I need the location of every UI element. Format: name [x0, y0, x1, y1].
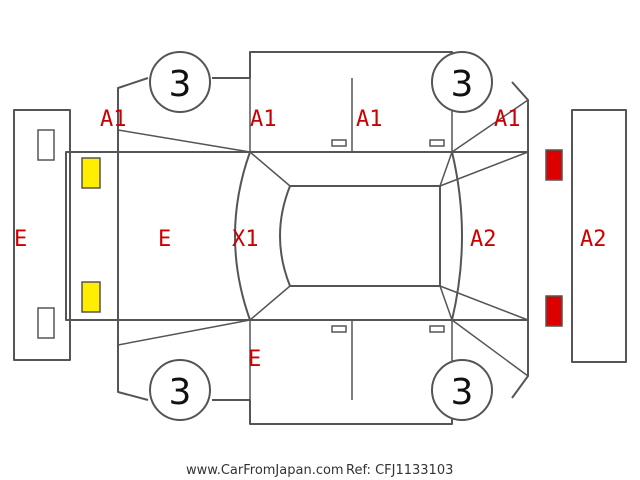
- wheel-rear-right: 3: [149, 359, 211, 421]
- code-bottom-quarter: E: [248, 347, 261, 372]
- code-roof: X1: [232, 227, 259, 252]
- rear-lamp-top: [81, 157, 101, 189]
- code-front-bumper: A2: [580, 227, 607, 252]
- footer-ref: Ref: CFJ1133103: [346, 463, 453, 478]
- wheel-rating: 3: [169, 372, 192, 413]
- code-rear-bumper: E: [14, 227, 27, 252]
- head-lamp-top: [545, 149, 563, 181]
- wheel-rating: 3: [169, 64, 192, 105]
- code-top-front-fender: A1: [494, 107, 521, 132]
- code-top-quarter: A1: [100, 107, 127, 132]
- cabin: [234, 151, 529, 321]
- code-hood: A2: [470, 227, 497, 252]
- code-trunk: E: [158, 227, 171, 252]
- wheel-front-left: 3: [431, 51, 493, 113]
- head-lamp-bottom: [545, 295, 563, 327]
- wheel-rear-left: 3: [149, 51, 211, 113]
- code-top-front-door: A1: [356, 107, 383, 132]
- rear-bumper: [13, 109, 71, 361]
- wheel-front-right: 3: [431, 359, 493, 421]
- wheel-rating: 3: [451, 372, 474, 413]
- front-bumper: [571, 109, 627, 363]
- code-top-rear-door: A1: [250, 107, 277, 132]
- footer-source: www.CarFromJapan.com: [186, 463, 344, 478]
- rear-lamp-bottom: [81, 281, 101, 313]
- wheel-rating: 3: [451, 64, 474, 105]
